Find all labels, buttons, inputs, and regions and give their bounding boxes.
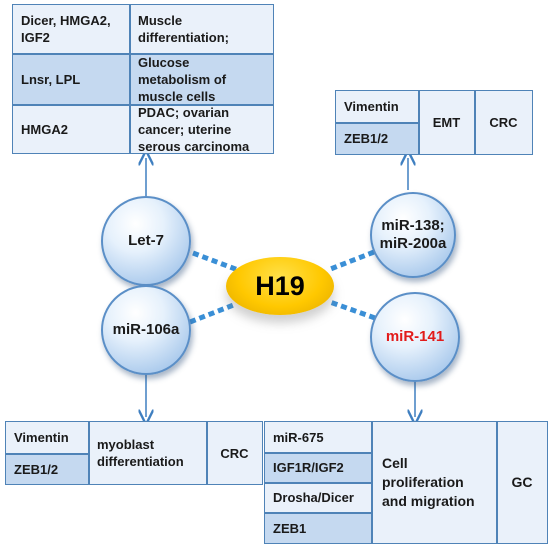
mir106a-node: miR-106a: [101, 285, 191, 375]
link-mir141-h19: [329, 299, 376, 321]
divider: [496, 422, 498, 543]
let7-node: Let-7: [101, 196, 191, 286]
divider: [336, 122, 418, 124]
h19-hub: H19: [226, 257, 334, 315]
let7-row2-function: Glucose metabolism of muscle cells: [130, 54, 273, 104]
divider: [88, 422, 90, 484]
divider: [474, 91, 476, 154]
divider: [265, 512, 371, 514]
mir138-table: Vimentin ZEB1/2 EMT CRC: [335, 90, 533, 155]
divider: [13, 104, 273, 106]
link-mir138-h19: [327, 249, 375, 273]
mir138-node: miR-138; miR-200a: [370, 192, 456, 278]
let7-row3-targets: HMGA2: [13, 105, 129, 153]
mir141-target-1: miR-675: [265, 422, 371, 452]
mir138-process: EMT: [419, 91, 474, 154]
divider: [6, 453, 88, 455]
divider: [265, 452, 371, 454]
divider: [418, 91, 420, 154]
mir141-table: miR-675 IGF1R/IGF2 Drosha/Dicer ZEB1 Cel…: [264, 421, 548, 544]
mir106a-process: myoblast differentiation: [89, 422, 206, 484]
divider: [206, 422, 208, 484]
mir141-process: Cell proliferation and migration: [372, 422, 496, 543]
mir138-target-1: Vimentin: [336, 91, 418, 122]
mir106a-target-1: Vimentin: [6, 422, 88, 453]
mir106a-disease: CRC: [207, 422, 262, 484]
let7-row1-function: Muscle differentiation;: [130, 5, 273, 53]
divider: [371, 422, 373, 543]
mir141-node: miR-141: [370, 292, 460, 382]
divider: [13, 53, 273, 55]
let7-row2-targets: Lnsr, LPL: [13, 54, 129, 104]
mir141-disease: GC: [497, 422, 547, 543]
link-let7-h19: [192, 250, 239, 273]
mir138-target-2: ZEB1/2: [336, 123, 418, 154]
mir141-target-4: ZEB1: [265, 513, 371, 543]
mir141-target-3: Drosha/Dicer: [265, 483, 371, 512]
mir141-target-2: IGF1R/IGF2: [265, 453, 371, 482]
let7-table: Dicer, HMGA2, IGF2 Muscle differentiatio…: [12, 4, 274, 154]
divider: [129, 5, 131, 153]
mir138-disease: CRC: [475, 91, 532, 154]
mir106a-target-2: ZEB1/2: [6, 454, 88, 484]
divider: [265, 482, 371, 484]
let7-row1-targets: Dicer, HMGA2, IGF2: [13, 5, 129, 53]
let7-row3-function: PDAC; ovarian cancer; uterine serous car…: [130, 105, 273, 154]
link-mir106a-h19: [189, 301, 237, 325]
mir106a-table: Vimentin ZEB1/2 myoblast differentiation…: [5, 421, 263, 485]
